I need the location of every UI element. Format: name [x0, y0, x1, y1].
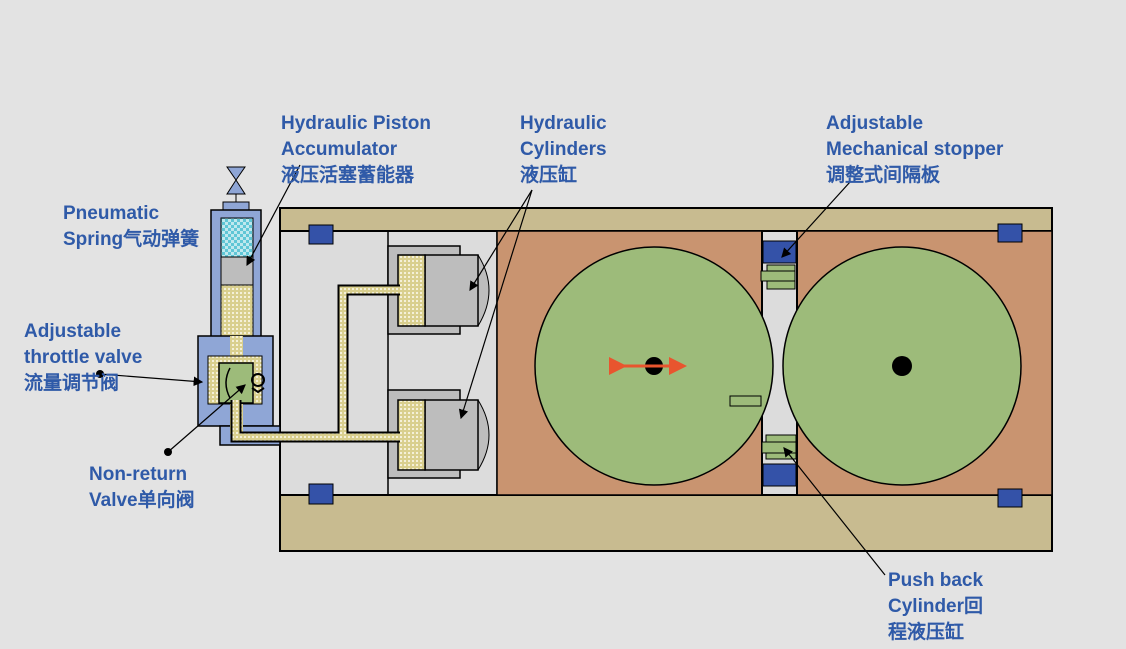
label-pneumatic-spring: Pneumatic Spring气动弹簧 — [63, 201, 199, 253]
label-line: 调整式间隔板 — [826, 165, 941, 186]
right-roll-axle — [892, 356, 912, 376]
vent-valve-icon — [226, 166, 246, 202]
label-cylinders: Hydraulic Cylinders 液压缸 — [520, 111, 607, 189]
label-line: 液压缸 — [520, 165, 578, 186]
label-line: Accumulator — [281, 139, 398, 160]
label-line: Adjustable — [826, 113, 924, 134]
blue-blocks — [308, 223, 1023, 508]
label-line: Push back — [888, 570, 984, 591]
label-line: 程液压缸 — [888, 622, 965, 643]
label-accumulator: Hydraulic Piston Accumulator 液压活塞蓄能器 — [281, 111, 431, 189]
label-line: Hydraulic Piston — [281, 113, 431, 134]
label-line: 流量调节阀 — [24, 373, 120, 394]
hydraulic-pipe — [230, 284, 400, 443]
label-line: Adjustable — [24, 321, 122, 342]
label-line: Cylinders — [520, 139, 607, 160]
label-pushback-cylinder: Push back Cylinder回 程液压缸 — [888, 568, 983, 646]
roll-marker — [729, 395, 762, 407]
nonreturn-pointer-dot — [164, 448, 172, 456]
label-throttle-valve: Adjustable throttle valve 流量调节阀 — [24, 319, 142, 397]
hydraulic-cylinder-bottom — [387, 389, 490, 479]
label-line: Valve单向阀 — [89, 490, 195, 511]
throttle-pointer-dot — [96, 370, 104, 378]
leader-lines — [99, 164, 886, 576]
label-line: throttle valve — [24, 347, 143, 368]
hydraulic-cylinder-top — [387, 245, 490, 335]
label-line: Cylinder回 — [888, 596, 984, 617]
label-line: 液压活塞蓄能器 — [281, 165, 415, 186]
label-stopper: Adjustable Mechanical stopper 调整式间隔板 — [826, 111, 1003, 189]
label-line: Hydraulic — [520, 113, 607, 134]
label-nonreturn-valve: Non-return Valve单向阀 — [89, 462, 195, 514]
label-line: Pneumatic — [63, 203, 160, 224]
push-back-cylinders — [760, 264, 797, 460]
label-line: Spring气动弹簧 — [63, 229, 200, 250]
label-line: Non-return — [89, 464, 188, 485]
label-line: Mechanical stopper — [826, 139, 1004, 160]
